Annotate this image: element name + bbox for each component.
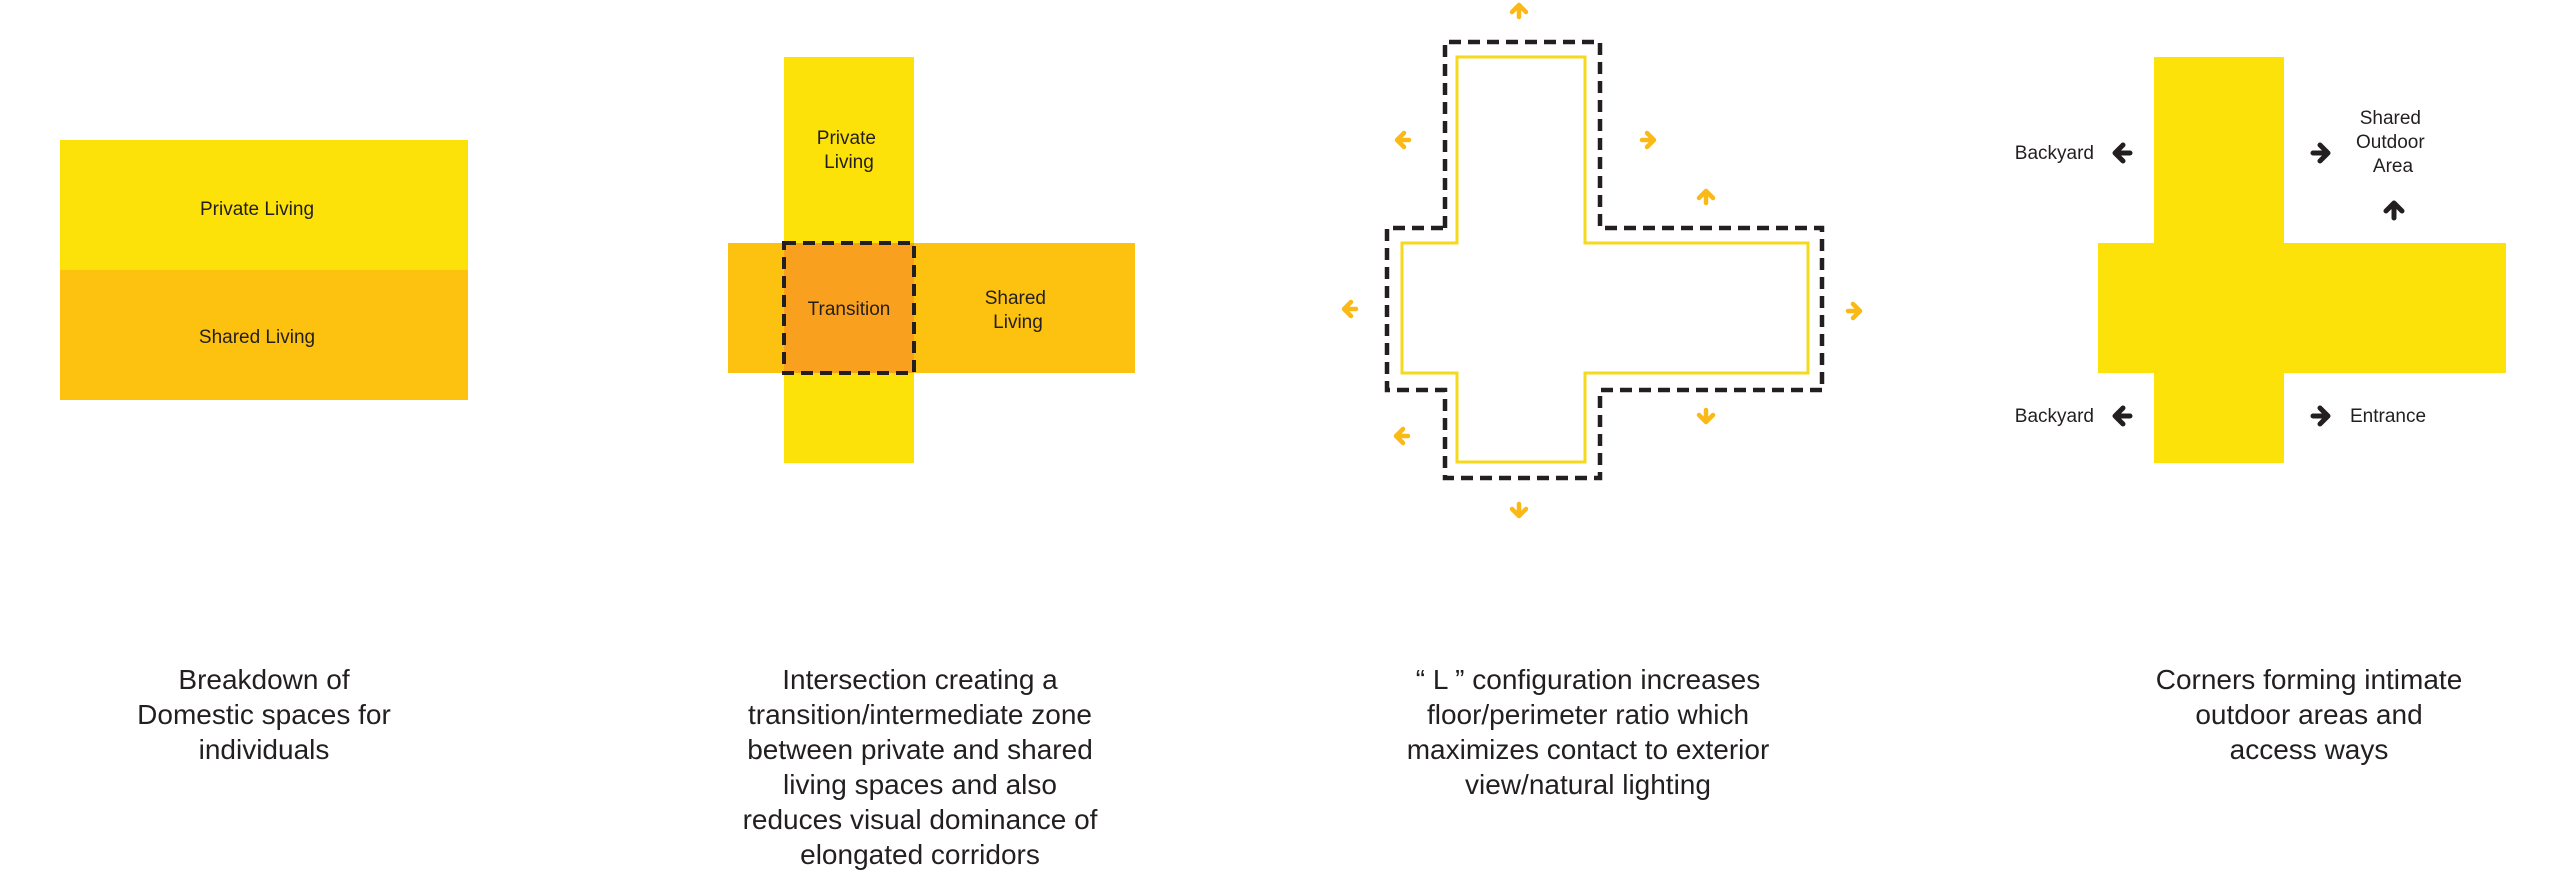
shared-living-label: Shared Living bbox=[985, 288, 1052, 333]
caption-line: individuals bbox=[198, 734, 330, 765]
caption-line: Intersection creating a bbox=[782, 664, 1058, 695]
arrow-icon bbox=[2313, 145, 2328, 161]
panel-l-configuration bbox=[1344, 5, 1860, 516]
entrance-label: Entrance bbox=[2350, 406, 2426, 427]
caption-l-configuration: “ L ” configuration increases floor/peri… bbox=[1378, 662, 1798, 802]
cross-horizontal-bar bbox=[2098, 243, 2506, 373]
shared-living-block bbox=[60, 270, 468, 400]
caption-corners: Corners forming intimate outdoor areas a… bbox=[2099, 662, 2519, 767]
caption-intersection: Intersection creating a transition/inter… bbox=[710, 662, 1130, 872]
caption-line: access ways bbox=[2229, 734, 2389, 765]
shared-outdoor-area-label: Shared Outdoor Area bbox=[2356, 108, 2430, 177]
arrow-icon bbox=[1396, 429, 1408, 443]
arrow-icon bbox=[1848, 304, 1860, 318]
arrow-icon bbox=[1699, 410, 1713, 422]
arrow-icon bbox=[1699, 191, 1713, 203]
arrow-icon bbox=[1397, 133, 1409, 147]
arrow-icon bbox=[2115, 145, 2130, 161]
transition-zone bbox=[784, 243, 914, 373]
caption-line: living spaces and also bbox=[783, 769, 1057, 800]
panel-corners: Backyard Shared Outdoor Area Backyard En… bbox=[2015, 57, 2506, 463]
l-dashed-outline-bottom bbox=[1384, 225, 1822, 481]
caption-breakdown: Breakdown of Domestic spaces for individ… bbox=[54, 662, 474, 767]
l-dashed-outline-top bbox=[1442, 39, 1825, 390]
backyard-top-label: Backyard bbox=[2015, 143, 2094, 164]
caption-line: transition/intermediate zone bbox=[748, 699, 1092, 730]
backyard-bottom-label: Backyard bbox=[2015, 406, 2094, 427]
panel-intersection: Private Living Transition Shared Living bbox=[728, 57, 1135, 463]
cross-yellow-outline bbox=[1400, 55, 1810, 464]
caption-line: Corners forming intimate bbox=[2155, 664, 2463, 695]
caption-line: view/natural lighting bbox=[1465, 769, 1711, 800]
transition-label: Transition bbox=[808, 299, 891, 320]
caption-line: Breakdown of bbox=[178, 664, 350, 695]
caption-line: between private and shared bbox=[747, 734, 1093, 765]
arrow-icon bbox=[2313, 408, 2328, 424]
caption-line: floor/perimeter ratio which bbox=[1426, 699, 1750, 730]
arrow-icon bbox=[1512, 5, 1526, 17]
caption-line: elongated corridors bbox=[800, 839, 1040, 870]
arrow-icon bbox=[1344, 302, 1356, 316]
private-living-label: Private Living bbox=[817, 128, 881, 173]
caption-line: “ L ” configuration increases bbox=[1415, 664, 1761, 695]
arrow-icon bbox=[1512, 504, 1526, 516]
caption-line: maximizes contact to exterior bbox=[1406, 734, 1770, 765]
transition-dashed-outline bbox=[782, 241, 916, 375]
private-living-block bbox=[60, 140, 468, 270]
private-living-label: Private Living bbox=[200, 199, 314, 220]
arrow-icon bbox=[2115, 408, 2130, 424]
caption-line: reduces visual dominance of bbox=[742, 804, 1098, 835]
arrow-icon bbox=[1642, 133, 1654, 147]
caption-line: outdoor areas and bbox=[2195, 699, 2423, 730]
caption-line: Domestic spaces for bbox=[137, 699, 391, 730]
arrow-icon bbox=[2386, 203, 2402, 218]
shared-living-label: Shared Living bbox=[199, 327, 315, 348]
panel-breakdown: Private Living Shared Living bbox=[60, 140, 468, 400]
